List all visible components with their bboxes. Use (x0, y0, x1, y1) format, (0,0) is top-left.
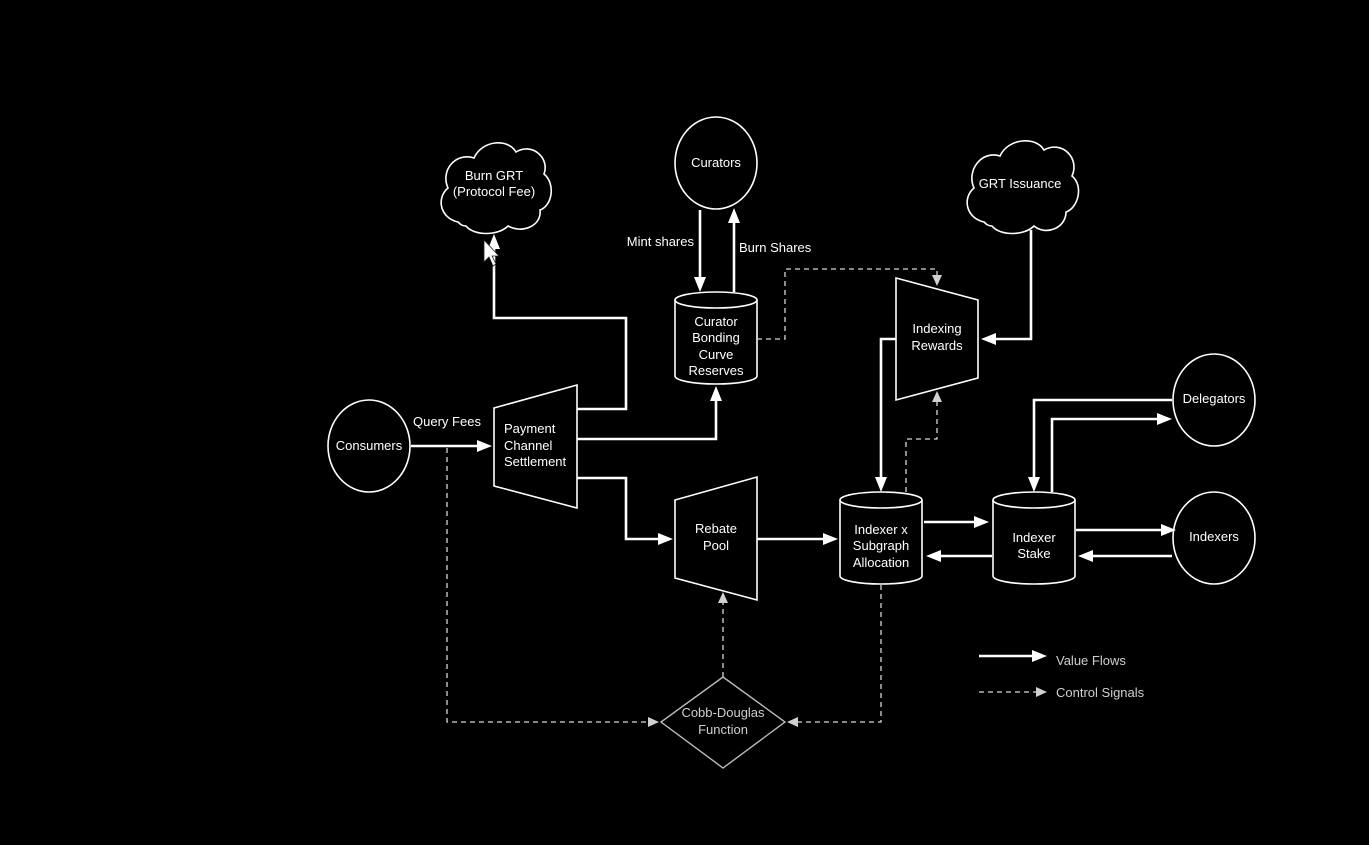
grt-issuance-label: GRT Issuance (979, 176, 1062, 191)
edge-mint-shares (694, 210, 706, 292)
edge-rewards-allocation (875, 337, 896, 492)
indexers-label: Indexers (1189, 529, 1239, 544)
delegators-label: Delegators (1183, 391, 1246, 406)
edge-payment-reserves (577, 386, 722, 441)
consumers-node: Consumers (327, 399, 411, 493)
legend-value-flows-label: Value Flows (1056, 653, 1126, 668)
indexer-stake-label-2: Stake (1017, 546, 1050, 561)
allocation-label-1: Indexer x (854, 522, 908, 537)
indexing-rewards-node: Indexing Rewards (895, 276, 979, 402)
legend-control-signals-label: Control Signals (1056, 685, 1145, 700)
edge-delegators-stake (1028, 398, 1172, 492)
payment-channel-label-3: Settlement (504, 454, 567, 469)
edge-indexers-stake (1078, 550, 1172, 562)
burn-grt-label-2: (Protocol Fee) (453, 184, 535, 199)
curator-reserves-label-4: Reserves (689, 363, 744, 378)
edge-payment-burn (488, 234, 628, 411)
edge-burn-shares (728, 208, 740, 292)
edge-allocation-stake (924, 516, 989, 528)
curator-reserves-label-1: Curator (694, 314, 738, 329)
grt-issuance-cloud: GRT Issuance (966, 140, 1080, 235)
indexer-stake-cylinder: Indexer Stake (992, 491, 1076, 585)
curators-node: Curators (674, 116, 758, 210)
query-fees-label: Query Fees (413, 414, 481, 429)
allocation-label-3: Allocation (853, 555, 909, 570)
curators-label: Curators (691, 155, 741, 170)
indexers-node: Indexers (1172, 491, 1256, 585)
mouse-cursor-icon (483, 238, 500, 267)
allocation-label-2: Subgraph (853, 538, 909, 553)
payment-channel-label-1: Payment (504, 421, 556, 436)
curator-reserves-cylinder: Curator Bonding Curve Reserves (674, 291, 758, 385)
indexing-rewards-label-1: Indexing (912, 321, 961, 336)
delegators-node: Delegators (1172, 353, 1256, 447)
ctrl-allocation-rewards (905, 391, 942, 492)
legend-control-signals: Control Signals (979, 685, 1145, 700)
burn-grt-label-1: Burn GRT (465, 168, 523, 183)
burn-shares-label: Burn Shares (739, 240, 812, 255)
rebate-pool-label-2: Pool (703, 538, 729, 553)
edge-payment-rebate (577, 476, 673, 545)
legend: Value Flows Control Signals (979, 650, 1145, 700)
curator-reserves-label-2: Bonding (692, 330, 740, 345)
ctrl-cobb-rebate (718, 592, 728, 677)
cobb-douglas-label-1: Cobb-Douglas (681, 705, 765, 720)
payment-channel-label-2: Channel (504, 438, 553, 453)
indexer-stake-label-1: Indexer (1012, 530, 1056, 545)
burn-grt-cloud: Burn GRT (Protocol Fee) (440, 142, 552, 235)
edge-stake-delegators (1050, 413, 1172, 492)
rebate-pool-node: Rebate Pool (674, 475, 758, 602)
edge-issuance-rewards (981, 230, 1033, 345)
cobb-douglas-label-2: Function (698, 722, 748, 737)
ctrl-allocation-cobb (787, 585, 882, 727)
consumers-label: Consumers (336, 438, 403, 453)
allocation-cylinder: Indexer x Subgraph Allocation (839, 491, 923, 585)
ctrl-reserves-rewards (757, 268, 942, 340)
mint-shares-label: Mint shares (627, 234, 695, 249)
curator-reserves-label-3: Curve (699, 347, 734, 362)
edge-stake-allocation (926, 550, 992, 562)
legend-value-flows: Value Flows (979, 650, 1126, 668)
payment-channel-node: Payment Channel Settlement (493, 383, 578, 510)
ctrl-queryfees-cobb (446, 448, 659, 727)
indexing-rewards-label-2: Rewards (911, 338, 963, 353)
edge-consumers-payment (411, 440, 492, 452)
edge-stake-indexers (1076, 524, 1176, 536)
rebate-pool-label-1: Rebate (695, 521, 737, 536)
edge-rebate-allocation (757, 533, 838, 545)
cobb-douglas-node: Cobb-Douglas Function (659, 676, 787, 769)
